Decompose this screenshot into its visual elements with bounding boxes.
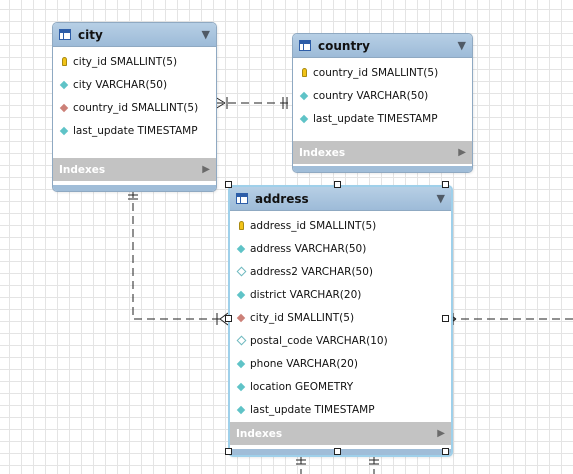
column-row[interactable]: address2 VARCHAR(50): [230, 260, 451, 283]
column-row[interactable]: location GEOMETRY: [230, 375, 451, 398]
indexes-label: Indexes: [299, 146, 346, 159]
column-diamond-icon: [59, 126, 69, 136]
primary-key-icon: [299, 68, 309, 78]
resize-handle-top[interactable]: [334, 181, 341, 188]
primary-key-icon: [236, 221, 246, 231]
column-row[interactable]: phone VARCHAR(20): [230, 352, 451, 375]
relationship-address-right[interactable]: [447, 312, 573, 326]
column-row[interactable]: district VARCHAR(20): [230, 283, 451, 306]
table-address[interactable]: address ▼ address_id SMALLINT(5) address…: [228, 185, 453, 457]
table-title: country: [318, 38, 370, 53]
nullable-column-diamond-icon: [236, 267, 246, 277]
column-row[interactable]: last_update TIMESTAMP: [230, 398, 451, 421]
column-diamond-icon: [236, 244, 246, 254]
expand-icon[interactable]: ▶: [437, 428, 445, 439]
column-diamond-icon: [236, 359, 246, 369]
column-label: country_id SMALLINT(5): [73, 101, 199, 114]
resize-handle-top-left[interactable]: [225, 181, 232, 188]
table-icon: [236, 193, 248, 204]
relationship-city-address[interactable]: [128, 190, 229, 326]
column-label: city_id SMALLINT(5): [250, 311, 355, 324]
column-label: postal_code VARCHAR(10): [250, 334, 388, 347]
column-diamond-icon: [236, 382, 246, 392]
expand-icon[interactable]: ▶: [202, 164, 210, 175]
column-list: country_id SMALLINT(5) country VARCHAR(5…: [293, 58, 472, 130]
foreign-key-diamond-icon: [59, 103, 69, 113]
column-row[interactable]: country_id SMALLINT(5): [293, 61, 472, 84]
column-diamond-icon: [59, 80, 69, 90]
column-row[interactable]: city_id SMALLINT(5): [53, 50, 216, 73]
resize-handle-right[interactable]: [442, 315, 449, 322]
indexes-label: Indexes: [59, 163, 106, 176]
indexes-section[interactable]: Indexes ▶: [53, 158, 216, 181]
column-diamond-icon: [299, 114, 309, 124]
column-label: address_id SMALLINT(5): [250, 219, 377, 232]
column-row[interactable]: last_update TIMESTAMP: [293, 107, 472, 130]
resize-handle-bottom-right[interactable]: [442, 448, 449, 455]
resize-handle-bottom[interactable]: [334, 448, 341, 455]
relationship-address-bottom-1[interactable]: [296, 456, 306, 474]
column-row[interactable]: postal_code VARCHAR(10): [230, 329, 451, 352]
resize-handle-left[interactable]: [225, 315, 232, 322]
table-title: address: [255, 191, 309, 206]
table-country-header[interactable]: country ▼: [293, 34, 472, 58]
column-list: city_id SMALLINT(5) city VARCHAR(50) cou…: [53, 47, 216, 142]
table-footer: [53, 185, 216, 191]
relationship-city-country[interactable]: [214, 96, 290, 110]
table-footer: [293, 166, 472, 172]
indexes-section[interactable]: Indexes ▶: [230, 422, 451, 445]
table-address-header[interactable]: address ▼: [230, 187, 451, 211]
column-row[interactable]: country_id SMALLINT(5): [53, 96, 216, 119]
column-row[interactable]: city_id SMALLINT(5): [230, 306, 451, 329]
column-label: phone VARCHAR(20): [250, 357, 358, 370]
column-label: country_id SMALLINT(5): [313, 66, 439, 79]
column-row[interactable]: address VARCHAR(50): [230, 237, 451, 260]
table-title: city: [78, 27, 103, 42]
column-label: last_update TIMESTAMP: [73, 124, 198, 137]
column-label: last_update TIMESTAMP: [313, 112, 438, 125]
column-label: address VARCHAR(50): [250, 242, 367, 255]
column-row[interactable]: address_id SMALLINT(5): [230, 214, 451, 237]
column-diamond-icon: [299, 91, 309, 101]
column-row[interactable]: country VARCHAR(50): [293, 84, 472, 107]
column-row[interactable]: city VARCHAR(50): [53, 73, 216, 96]
table-city[interactable]: city ▼ city_id SMALLINT(5) city VARCHAR(…: [52, 22, 217, 192]
indexes-section[interactable]: Indexes ▶: [293, 141, 472, 164]
table-icon: [299, 40, 311, 51]
primary-key-icon: [59, 57, 69, 67]
indexes-label: Indexes: [236, 427, 283, 440]
relationship-address-bottom-2[interactable]: [369, 456, 379, 474]
column-diamond-icon: [236, 405, 246, 415]
column-label: last_update TIMESTAMP: [250, 403, 375, 416]
resize-handle-top-right[interactable]: [442, 181, 449, 188]
collapse-icon[interactable]: ▼: [201, 28, 210, 41]
column-label: country VARCHAR(50): [313, 89, 429, 102]
expand-icon[interactable]: ▶: [458, 147, 466, 158]
collapse-icon[interactable]: ▼: [457, 39, 466, 52]
table-city-header[interactable]: city ▼: [53, 23, 216, 47]
foreign-key-diamond-icon: [236, 313, 246, 323]
column-diamond-icon: [236, 290, 246, 300]
collapse-icon[interactable]: ▼: [436, 192, 445, 205]
column-list: address_id SMALLINT(5) address VARCHAR(5…: [230, 211, 451, 421]
column-row[interactable]: last_update TIMESTAMP: [53, 119, 216, 142]
column-label: city_id SMALLINT(5): [73, 55, 178, 68]
column-label: location GEOMETRY: [250, 380, 354, 393]
table-icon: [59, 29, 71, 40]
column-label: address2 VARCHAR(50): [250, 265, 373, 278]
column-label: district VARCHAR(20): [250, 288, 362, 301]
column-label: city VARCHAR(50): [73, 78, 168, 91]
resize-handle-bottom-left[interactable]: [225, 448, 232, 455]
nullable-column-diamond-icon: [236, 336, 246, 346]
table-country[interactable]: country ▼ country_id SMALLINT(5) country…: [292, 33, 473, 173]
